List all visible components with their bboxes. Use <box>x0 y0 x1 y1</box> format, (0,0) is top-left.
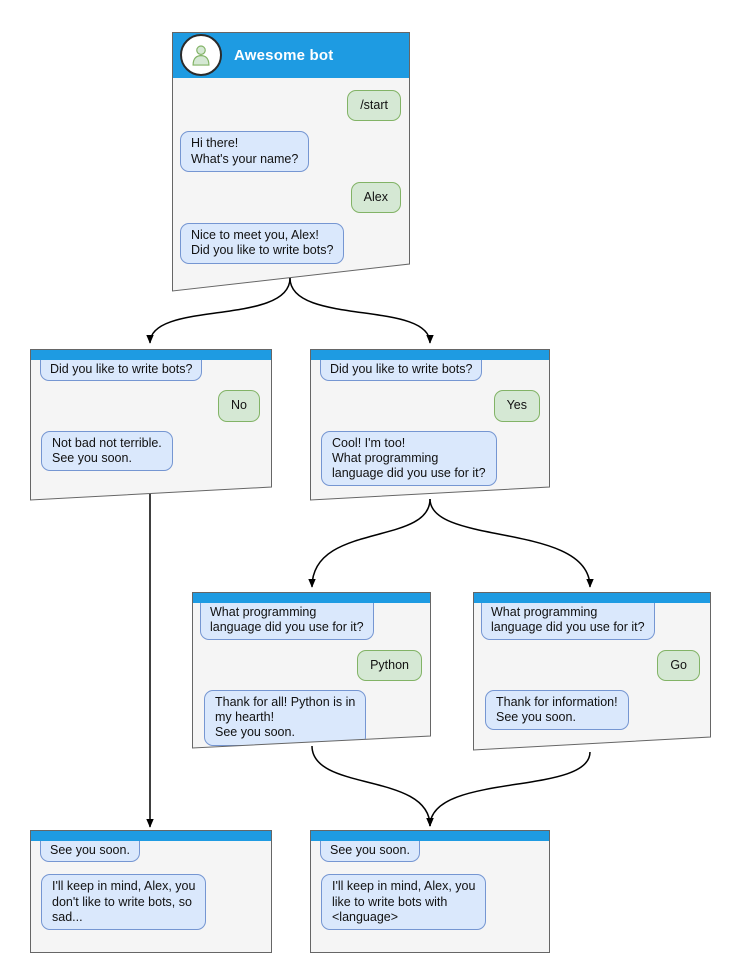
chat-window-main: Awesome bot /start Hi there! What's your… <box>172 32 410 291</box>
edge-yes-to-go <box>429 498 594 588</box>
chat-body: /start Hi there! What's your name? Alex … <box>172 78 410 291</box>
bot-message-bubble: What programming language did you use fo… <box>200 603 374 640</box>
bot-message-bubble: Cool! I'm too! What programming language… <box>321 430 497 487</box>
chat-window-branch-go: What programming language did you use fo… <box>473 592 711 750</box>
bot-message-bubble: Thank for all! Python is in my hearth! S… <box>204 689 367 746</box>
user-message-bubble: Yes <box>493 390 540 422</box>
edge-main-to-no <box>146 277 291 344</box>
edge-yes-to-python <box>308 498 431 588</box>
bot-message-bubble: Nice to meet you, Alex! Did you like to … <box>180 223 345 264</box>
user-message-bubble: No <box>218 390 260 422</box>
bot-message-bubble: Did you like to write bots? <box>40 360 203 382</box>
chat-window-branch-no: Did you like to write bots? No Not bad n… <box>30 349 272 500</box>
chat-body: Did you like to write bots? Yes Cool! I'… <box>310 360 550 500</box>
user-message-bubble: Python <box>357 649 422 681</box>
window-titlebar <box>30 830 272 841</box>
bot-message-bubble: Not bad not terrible. See you soon. <box>41 430 173 471</box>
chat-window-branch-yes: Did you like to write bots? Yes Cool! I'… <box>310 349 550 500</box>
chat-window-end-yes: See you soon. I'll keep in mind, Alex, y… <box>310 830 550 953</box>
bot-message-bubble: Hi there! What's your name? <box>180 131 310 172</box>
window-titlebar: Awesome bot <box>172 32 410 78</box>
bot-message-bubble: See you soon. <box>40 841 140 863</box>
chat-window-end-no: See you soon. I'll keep in mind, Alex, y… <box>30 830 272 953</box>
chat-window-branch-python: What programming language did you use fo… <box>192 592 431 748</box>
bot-title: Awesome bot <box>234 46 334 64</box>
user-message-bubble: Go <box>657 649 700 681</box>
chat-body: See you soon. I'll keep in mind, Alex, y… <box>310 841 550 953</box>
user-message-bubble: /start <box>347 90 401 122</box>
chat-body: See you soon. I'll keep in mind, Alex, y… <box>30 841 272 953</box>
chat-body: Did you like to write bots? No Not bad n… <box>30 360 272 500</box>
bot-message-bubble: I'll keep in mind, Alex, you like to wri… <box>321 874 487 930</box>
bot-message-bubble: Thank for information! See you soon. <box>485 689 629 731</box>
bot-message-bubble: See you soon. <box>320 841 420 863</box>
window-titlebar <box>310 349 550 360</box>
window-titlebar <box>310 830 550 841</box>
bot-message-bubble: Did you like to write bots? <box>320 360 483 382</box>
edge-python-to-end <box>311 745 434 827</box>
chat-body: What programming language did you use fo… <box>473 603 711 750</box>
window-titlebar <box>473 592 711 603</box>
bot-avatar-icon <box>180 34 222 76</box>
bot-message-bubble: What programming language did you use fo… <box>481 603 655 640</box>
window-titlebar <box>30 349 272 360</box>
user-message-bubble: Alex <box>350 181 401 213</box>
edge-main-to-yes <box>289 277 434 344</box>
window-titlebar <box>192 592 431 603</box>
edge-go-to-end <box>426 751 591 827</box>
chat-body: What programming language did you use fo… <box>192 603 431 748</box>
bot-message-bubble: I'll keep in mind, Alex, you don't like … <box>41 874 207 930</box>
